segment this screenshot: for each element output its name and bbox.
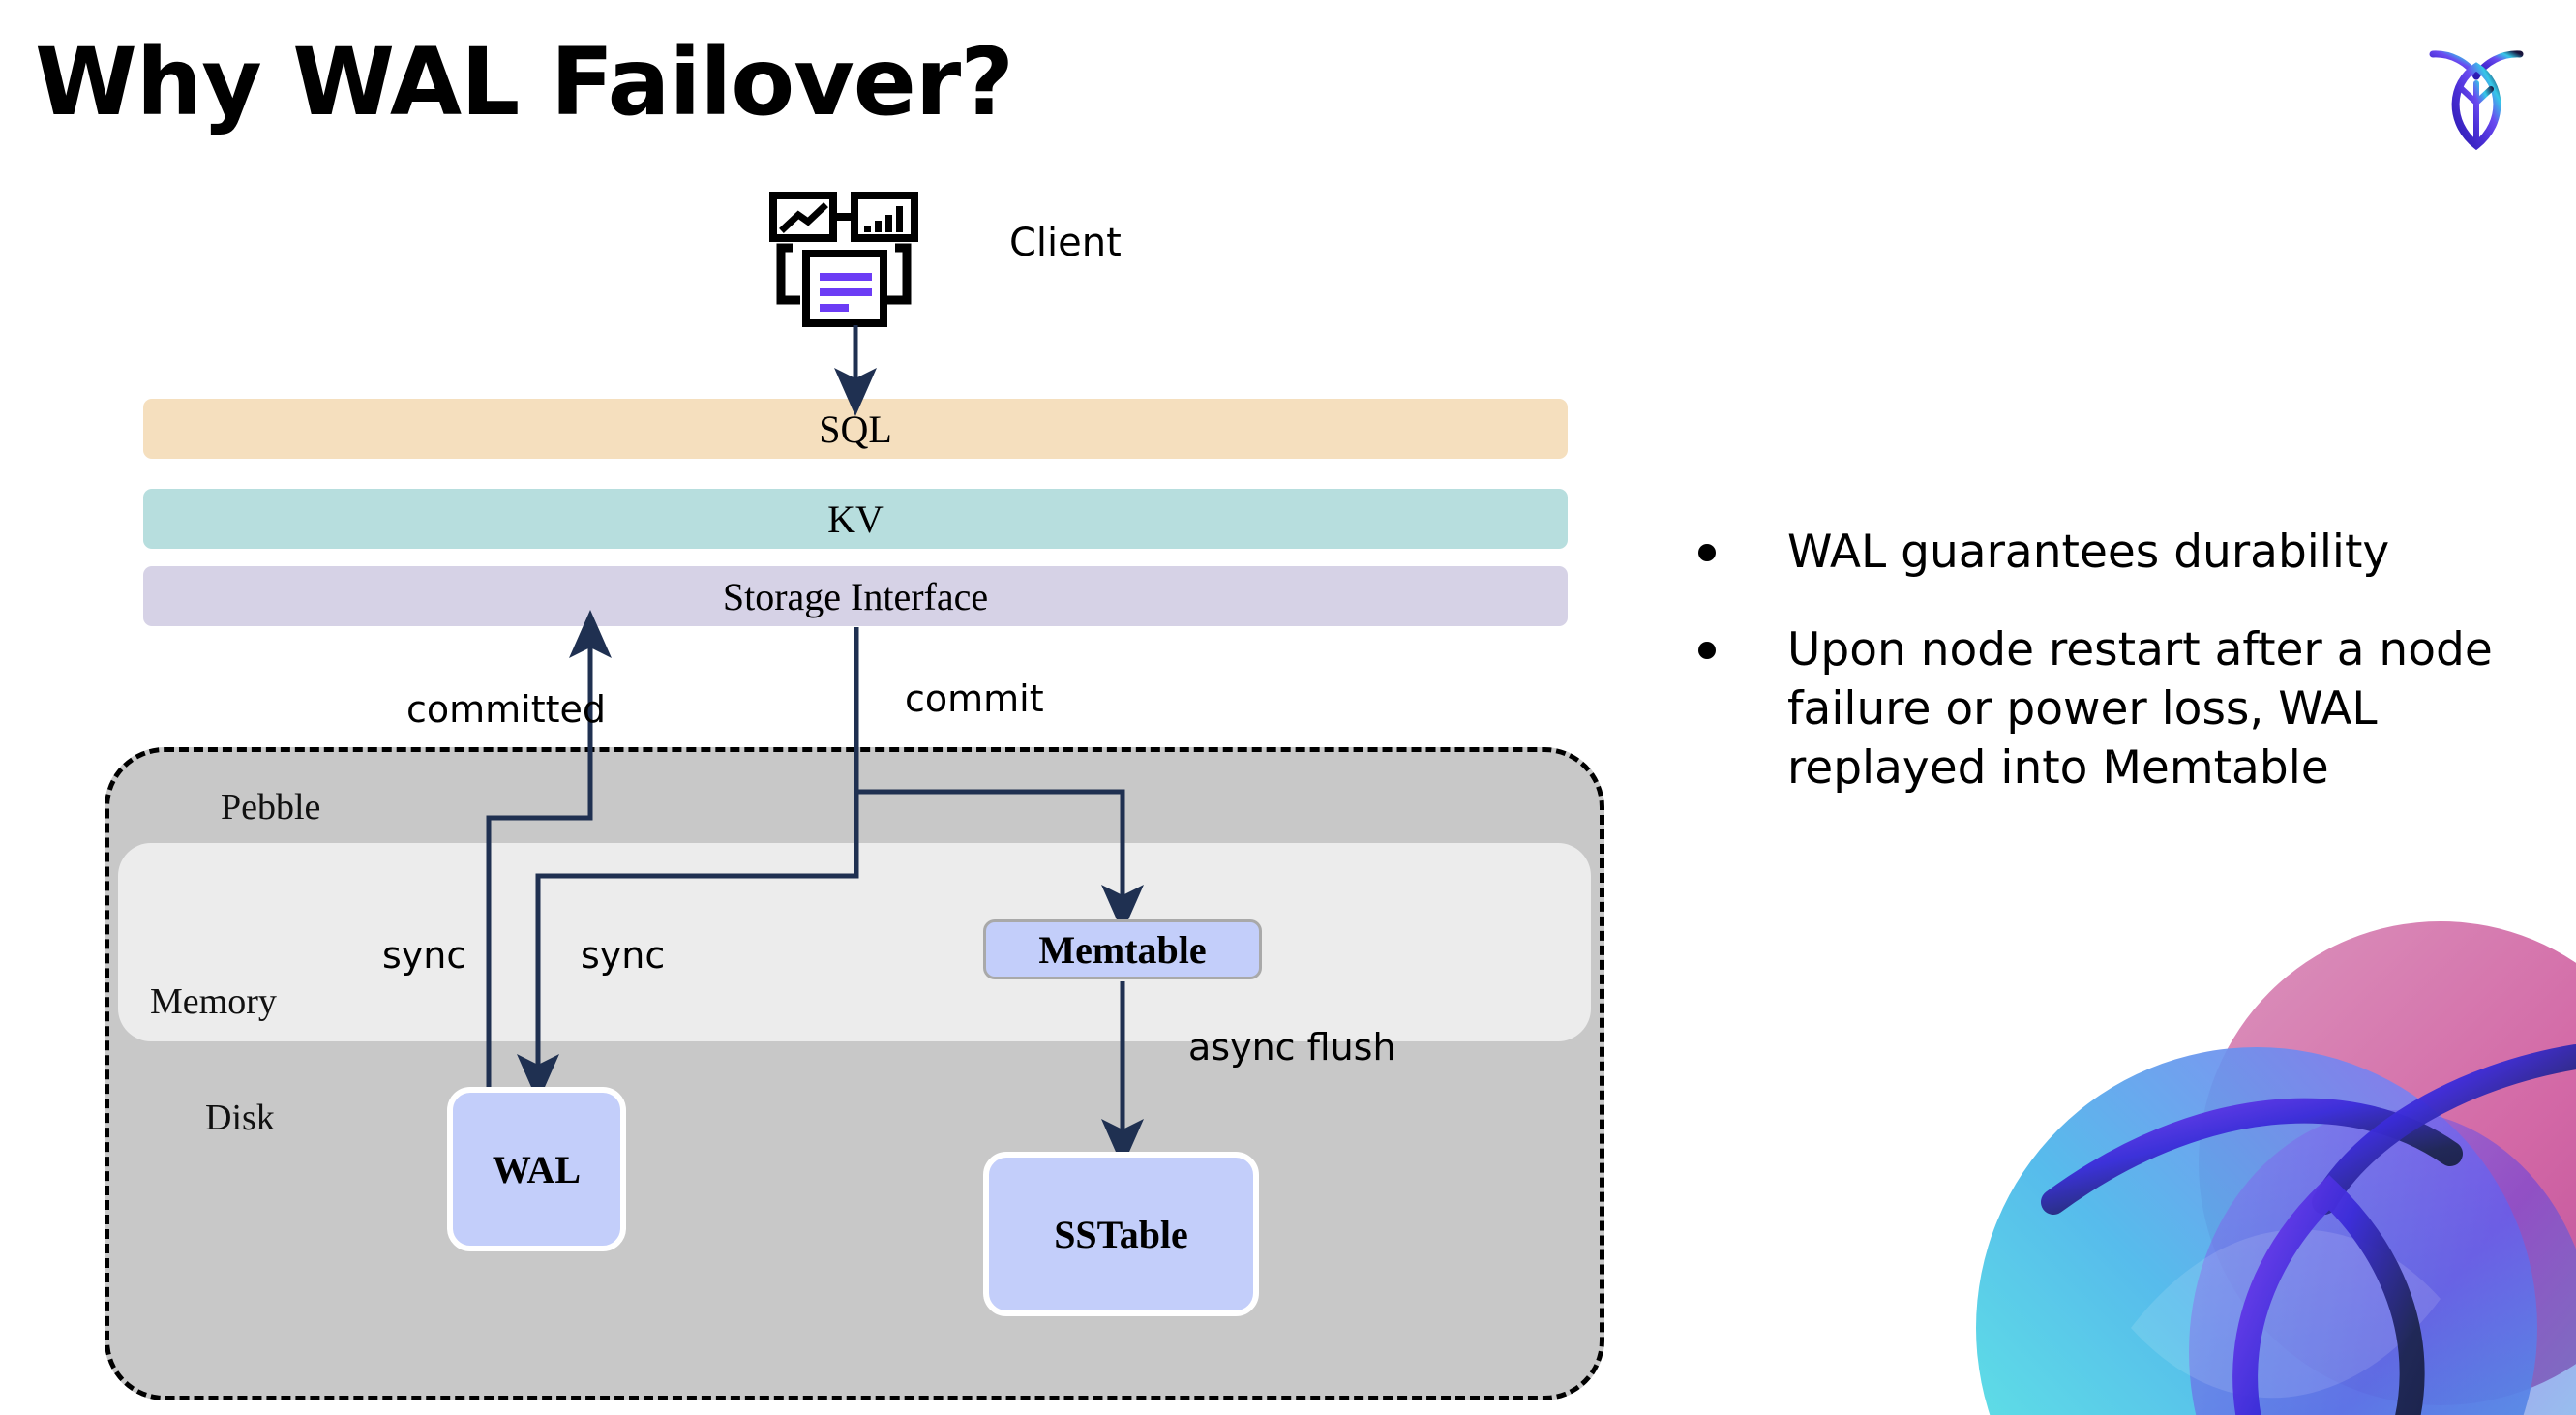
memory-region <box>118 843 1591 1041</box>
node-memtable-label: Memtable <box>1038 927 1207 972</box>
layer-bar-storage-interface-label: Storage Interface <box>722 574 989 618</box>
node-sstable-label: SSTable <box>1054 1212 1188 1256</box>
bullet-text: Upon node restart after a node failure o… <box>1787 623 2493 796</box>
layer-bar-storage-interface: Storage Interface <box>143 566 1568 626</box>
bullet-dot-icon <box>1698 642 1716 660</box>
page-title: Why WAL Failover? <box>35 28 1014 136</box>
layer-bar-kv-label: KV <box>827 497 884 541</box>
layer-bar-sql-label: SQL <box>819 406 892 451</box>
bullet-dot-icon <box>1698 544 1716 561</box>
node-memtable: Memtable <box>983 919 1262 979</box>
cockroachdb-logo-icon <box>2413 33 2539 159</box>
client-dashboard-icon <box>769 192 936 329</box>
decorative-logo-graphic <box>1937 912 2576 1415</box>
edge-label-commit: commit <box>905 677 1044 720</box>
disk-label: Disk <box>205 1098 275 1138</box>
bullet-text: WAL guarantees durability <box>1787 526 2390 579</box>
bullet-list: WAL guarantees durability Upon node rest… <box>1698 523 2531 836</box>
edge-label-sync-2: sync <box>581 934 666 977</box>
memory-label: Memory <box>150 981 277 1022</box>
bullet-item: WAL guarantees durability <box>1698 523 2531 582</box>
pebble-label: Pebble <box>221 787 321 828</box>
layer-bar-sql: SQL <box>143 399 1568 459</box>
layer-bar-kv: KV <box>143 489 1568 549</box>
client-label: Client <box>1009 221 1122 265</box>
edge-label-committed: committed <box>406 688 607 731</box>
node-sstable: SSTable <box>983 1152 1259 1316</box>
edge-label-sync-1: sync <box>382 934 467 977</box>
node-wal-label: WAL <box>492 1147 582 1191</box>
bullet-item: Upon node restart after a node failure o… <box>1698 620 2531 798</box>
node-wal: WAL <box>447 1087 626 1251</box>
edge-label-async-flush: async flush <box>1188 1026 1396 1069</box>
